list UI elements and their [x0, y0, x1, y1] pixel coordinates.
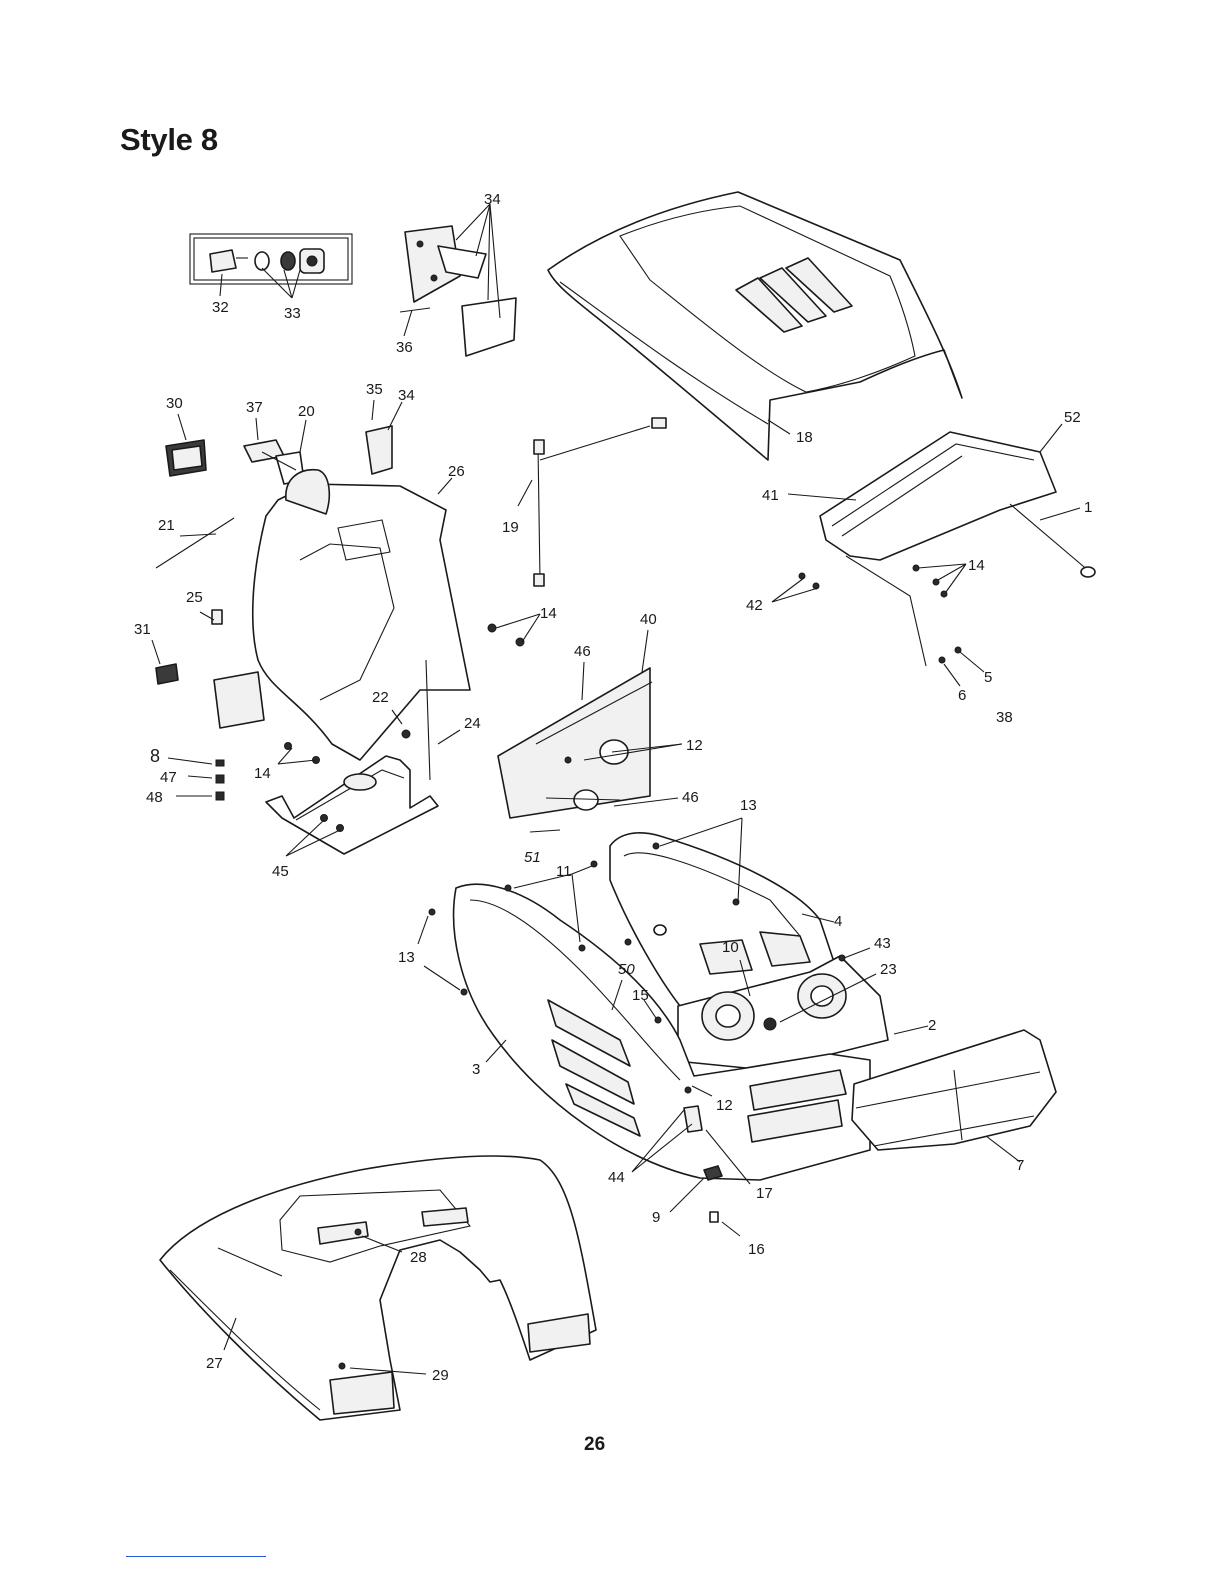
callout-15: 15 — [632, 987, 649, 1004]
front-bumper — [852, 1030, 1056, 1150]
callout-31: 31 — [134, 621, 151, 638]
callout-5: 5 — [984, 669, 992, 686]
fender-hardware-stack — [216, 760, 224, 800]
dash-panel — [214, 470, 470, 780]
callout-46b: 46 — [682, 789, 699, 806]
callout-29: 29 — [432, 1367, 449, 1384]
callout-2: 2 — [928, 1017, 936, 1034]
callout-37: 37 — [246, 399, 263, 416]
callout-35: 35 — [366, 381, 383, 398]
callout-28: 28 — [410, 1249, 427, 1266]
callout-45: 45 — [272, 863, 289, 880]
callout-34b: 34 — [398, 387, 415, 404]
callout-42: 42 — [746, 597, 763, 614]
callout-10: 10 — [722, 939, 739, 956]
callout-22: 22 — [372, 689, 389, 706]
callout-48: 48 — [146, 789, 163, 806]
callout-27: 27 — [206, 1355, 223, 1372]
callout-24: 24 — [464, 715, 481, 732]
hood — [548, 192, 962, 460]
callout-23: 23 — [880, 961, 897, 978]
callout-19: 19 — [502, 519, 519, 536]
callout-36: 36 — [396, 339, 413, 356]
callout-12a: 12 — [686, 737, 703, 754]
hood-latch-bracket — [400, 226, 516, 356]
hood-bolt — [710, 1212, 718, 1222]
callout-41: 41 — [762, 487, 779, 504]
callout-12b: 12 — [716, 1097, 733, 1114]
fender-bolt — [212, 610, 222, 624]
callout-8: 8 — [150, 746, 160, 766]
callout-14c: 14 — [254, 765, 271, 782]
callout-18: 18 — [796, 429, 813, 446]
callout-38: 38 — [996, 709, 1013, 726]
wiring-harness — [534, 418, 666, 586]
callout-11: 11 — [556, 863, 572, 880]
callout-50: 50 — [618, 961, 635, 978]
hood-pivot-bracket — [366, 426, 392, 474]
callout-33: 33 — [284, 305, 301, 322]
callout-16: 16 — [748, 1241, 765, 1258]
callout-40: 40 — [640, 611, 657, 628]
callout-26: 26 — [448, 463, 465, 480]
callout-21: 21 — [158, 517, 175, 534]
callout-6: 6 — [958, 687, 966, 704]
front-bumper-frame — [820, 432, 1095, 666]
callout-7: 7 — [1016, 1157, 1024, 1174]
callout-34: 34 — [484, 191, 501, 208]
callout-32: 32 — [212, 299, 229, 316]
callout-46a: 46 — [574, 643, 591, 660]
rear-fender — [160, 1156, 596, 1420]
clip — [156, 664, 178, 684]
callout-25: 25 — [186, 589, 203, 606]
callout-4: 4 — [834, 913, 842, 930]
callout-14a: 14 — [540, 605, 557, 622]
callout-20: 20 — [298, 403, 315, 420]
callout-47: 47 — [160, 769, 177, 786]
callout-13b: 13 — [398, 949, 415, 966]
callout-51: 51 — [524, 849, 541, 866]
callout-9: 9 — [652, 1209, 660, 1226]
callout-17: 17 — [756, 1185, 773, 1202]
callout-14b: 14 — [968, 557, 985, 574]
footer-rule — [126, 1556, 266, 1557]
callout-1: 1 — [1084, 499, 1092, 516]
page-number: 26 — [584, 1434, 605, 1456]
callout-13a: 13 — [740, 797, 757, 814]
callout-52: 52 — [1064, 409, 1081, 426]
callout-44: 44 — [608, 1169, 625, 1186]
callout-3: 3 — [472, 1061, 480, 1078]
callout-30: 30 — [166, 395, 183, 412]
callout-43: 43 — [874, 935, 891, 952]
